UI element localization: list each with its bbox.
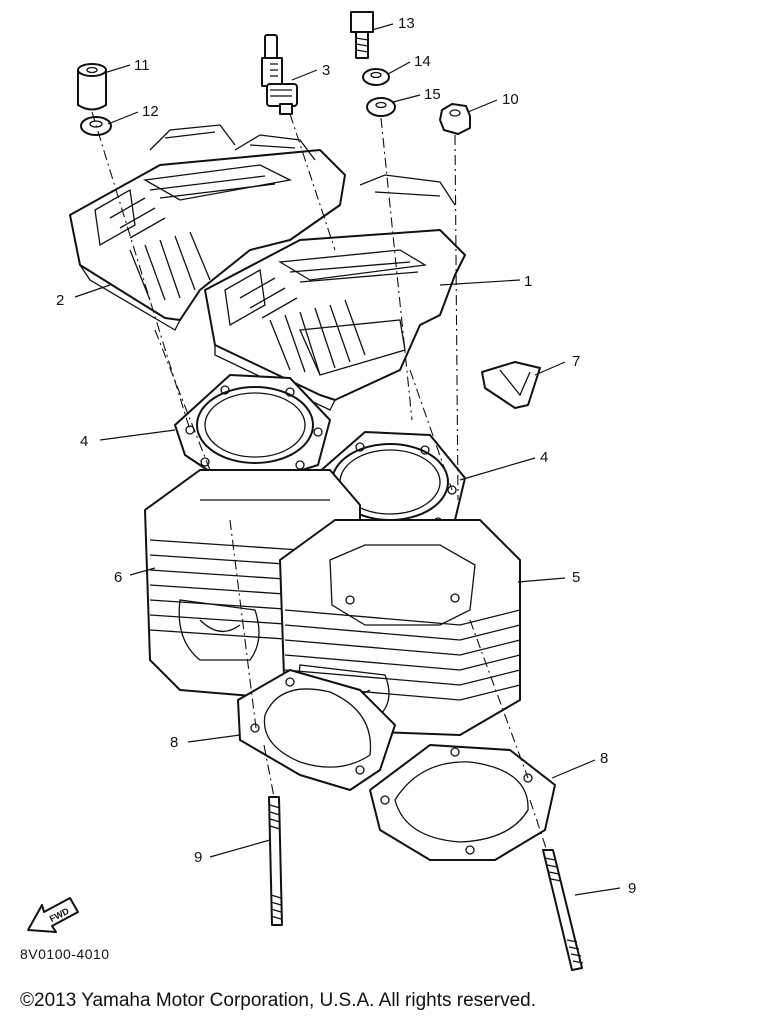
callout-14: 14 <box>414 53 431 70</box>
copyright-notice: ©2013 Yamaha Motor Corporation, U.S.A. A… <box>20 990 536 1011</box>
callout-4-front: 4 <box>540 449 548 466</box>
leader-lines <box>74 23 621 896</box>
callout-2: 2 <box>56 292 64 309</box>
callout-1: 1 <box>524 273 532 290</box>
callout-numbers: 1 2 3 4 4 5 6 7 8 8 9 9 10 11 12 13 14 1… <box>56 15 636 897</box>
callout-9-left: 9 <box>194 849 202 866</box>
nut <box>439 103 471 135</box>
callout-15: 15 <box>424 86 441 103</box>
diagram-code: 8V0100-4010 <box>20 946 110 962</box>
base-gasket-front <box>369 744 556 861</box>
callout-5: 5 <box>572 569 580 586</box>
callout-3: 3 <box>322 62 330 79</box>
callout-11: 11 <box>134 57 150 74</box>
washer-14 <box>362 68 390 86</box>
callout-12: 12 <box>142 103 159 120</box>
callout-8-rear: 8 <box>170 734 178 751</box>
stud-bolt-right <box>542 849 584 971</box>
cylinder-head-1 <box>204 174 466 411</box>
base-gasket-rear <box>237 669 396 791</box>
callout-7: 7 <box>572 353 580 370</box>
callout-6: 6 <box>114 569 122 586</box>
cylinder-head-2 <box>69 124 346 331</box>
callout-8-front: 8 <box>600 750 608 767</box>
callout-4-rear: 4 <box>80 433 88 450</box>
callout-9-right: 9 <box>628 880 636 897</box>
stud-bolt-left <box>268 796 283 926</box>
assembly-guide-lines <box>91 111 547 849</box>
spark-plug <box>261 34 298 115</box>
callout-10: 10 <box>502 91 519 108</box>
washer-15 <box>366 97 396 117</box>
forward-arrow-icon: FWD <box>27 897 79 933</box>
callout-13: 13 <box>398 15 415 32</box>
collar <box>77 63 107 111</box>
bolt <box>350 11 374 59</box>
head-gasket-rear <box>174 374 331 481</box>
bracket <box>481 361 541 409</box>
